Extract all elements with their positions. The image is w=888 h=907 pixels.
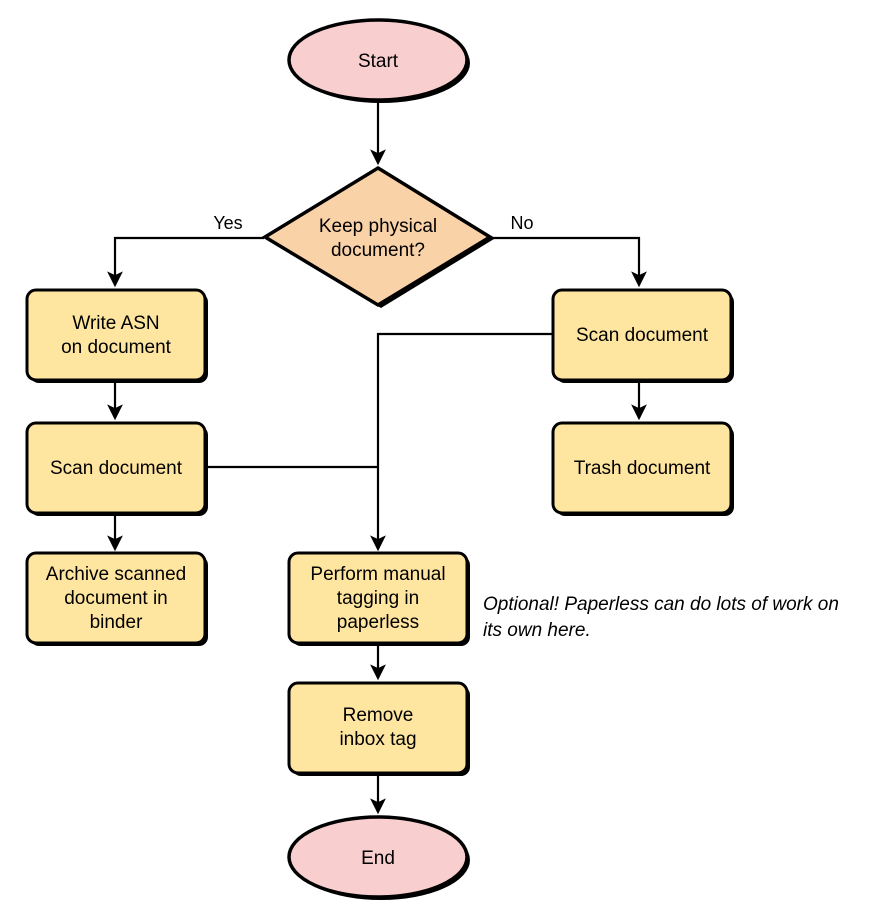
tagging-label-line1: Perform manual bbox=[310, 564, 445, 585]
end-ellipse-shape bbox=[287, 815, 469, 899]
edge-decision-yes-to-write-asn bbox=[107, 236, 264, 288]
node-scan-document-left[interactable]: Scan document bbox=[25, 421, 208, 516]
annotation-line1: Optional! Paperless can do lots of work … bbox=[483, 594, 839, 615]
trash-document-box-shape bbox=[551, 421, 733, 515]
write-asn-label-line2: on document bbox=[61, 337, 172, 358]
archive-label-line2: document in bbox=[64, 588, 168, 609]
node-start[interactable]: Start bbox=[287, 18, 470, 103]
trash-document-label: Trash document bbox=[574, 458, 711, 479]
node-trash-document[interactable]: Trash document bbox=[551, 421, 734, 516]
edge-label-no: No bbox=[510, 213, 533, 233]
node-remove-inbox-tag[interactable]: Remove inbox tag bbox=[287, 681, 470, 776]
tagging-label-line2: tagging in bbox=[337, 588, 419, 609]
node-archive-scanned-document[interactable]: Archive scanned document in binder bbox=[25, 551, 208, 646]
scan-document-right-box-shape bbox=[551, 288, 733, 382]
decision-label-line1: Keep physical bbox=[319, 216, 437, 237]
end-label: End bbox=[361, 848, 395, 869]
remove-inbox-tag-box-shape bbox=[287, 681, 469, 775]
tagging-label-line3: paperless bbox=[337, 612, 419, 633]
node-decision-keep-physical-document[interactable]: Keep physical document? bbox=[261, 165, 494, 308]
annotation-line2: its own here. bbox=[483, 620, 591, 641]
tagging-box-shape bbox=[287, 551, 469, 645]
write-asn-box-shape bbox=[25, 288, 207, 382]
archive-label-line1: Archive scanned bbox=[46, 564, 186, 585]
scan-document-right-label: Scan document bbox=[576, 325, 709, 346]
node-scan-document-right[interactable]: Scan document bbox=[551, 288, 734, 383]
archive-box-shape bbox=[25, 551, 207, 645]
decision-diamond-shape bbox=[261, 165, 494, 308]
node-perform-manual-tagging[interactable]: Perform manual tagging in paperless bbox=[287, 551, 470, 646]
scan-document-left-label: Scan document bbox=[50, 458, 183, 479]
annotation-note: Optional! Paperless can do lots of work … bbox=[483, 594, 839, 641]
start-label: Start bbox=[358, 51, 399, 72]
archive-label-line3: binder bbox=[90, 612, 143, 633]
connectors bbox=[107, 101, 647, 815]
scan-document-left-box-shape bbox=[25, 421, 207, 515]
edge-decision-no-to-scan-right bbox=[491, 236, 647, 288]
remove-inbox-label-line2: inbox tag bbox=[339, 729, 416, 750]
node-end[interactable]: End bbox=[287, 815, 470, 900]
edge-label-yes: Yes bbox=[213, 213, 242, 233]
remove-inbox-label-line1: Remove bbox=[343, 705, 414, 726]
edge-scan-right-to-tagging bbox=[370, 332, 553, 552]
node-write-asn-on-document[interactable]: Write ASN on document bbox=[25, 288, 208, 383]
decision-label-line2: document? bbox=[331, 240, 425, 261]
write-asn-label-line1: Write ASN bbox=[72, 313, 159, 334]
start-ellipse-shape bbox=[287, 18, 469, 102]
